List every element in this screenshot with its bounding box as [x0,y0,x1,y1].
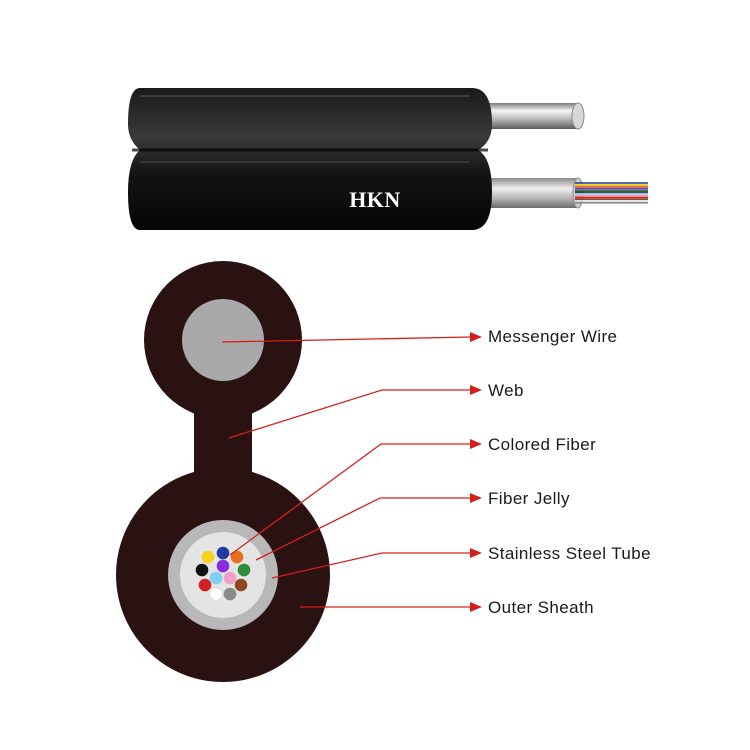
leader-line [228,389,470,439]
arrow-head [470,439,482,449]
cable-product-render: HKN [128,88,648,230]
arrow-head [470,385,482,395]
cross-section [116,261,330,682]
brand-logo: HKN [349,187,401,212]
colored-fiber-group [195,546,251,601]
steel-tube-rod [470,177,648,209]
callout-outer-sheath: Outer Sheath [300,598,594,617]
colored-fiber-dot [234,578,248,592]
colored-fiber-dot [223,587,237,601]
leader-line [271,552,470,579]
leader-line [255,497,470,561]
label-colored-fiber: Colored Fiber [488,435,596,454]
leader-line [229,443,470,556]
arrow-head [470,548,482,558]
cable-jacket [128,88,492,230]
fiber-jelly [180,532,266,618]
colored-fiber-dot [216,559,230,573]
colored-fiber-dot [209,571,223,585]
callout-messenger-wire: Messenger Wire [221,327,617,346]
label-web: Web [488,381,524,400]
callout-group: Messenger Wire Web Colored Fiber Fiber J… [221,327,651,617]
arrow-head [470,493,482,503]
colored-fiber-dot [201,550,215,564]
arrow-head [470,332,482,342]
colored-fiber-dot [223,571,237,585]
colored-fiber-dot [230,550,244,564]
colored-fiber-dot [195,563,209,577]
colored-fiber-dot [237,563,251,577]
fiber-strands [575,182,648,204]
callout-web: Web [228,381,524,439]
label-fiber-jelly: Fiber Jelly [488,489,570,508]
messenger-wire-core [182,299,264,381]
leader-line [221,336,471,343]
label-outer-sheath: Outer Sheath [488,598,594,617]
colored-fiber-dot [209,587,223,601]
callout-colored-fiber: Colored Fiber [229,435,596,556]
label-stainless-steel-tube: Stainless Steel Tube [488,544,651,563]
callout-fiber-jelly: Fiber Jelly [255,489,570,561]
label-messenger-wire: Messenger Wire [488,327,617,346]
arrow-head [470,602,482,612]
colored-fiber-dot [198,578,212,592]
colored-fiber-dot [216,546,230,560]
callout-stainless-steel-tube: Stainless Steel Tube [271,544,651,579]
